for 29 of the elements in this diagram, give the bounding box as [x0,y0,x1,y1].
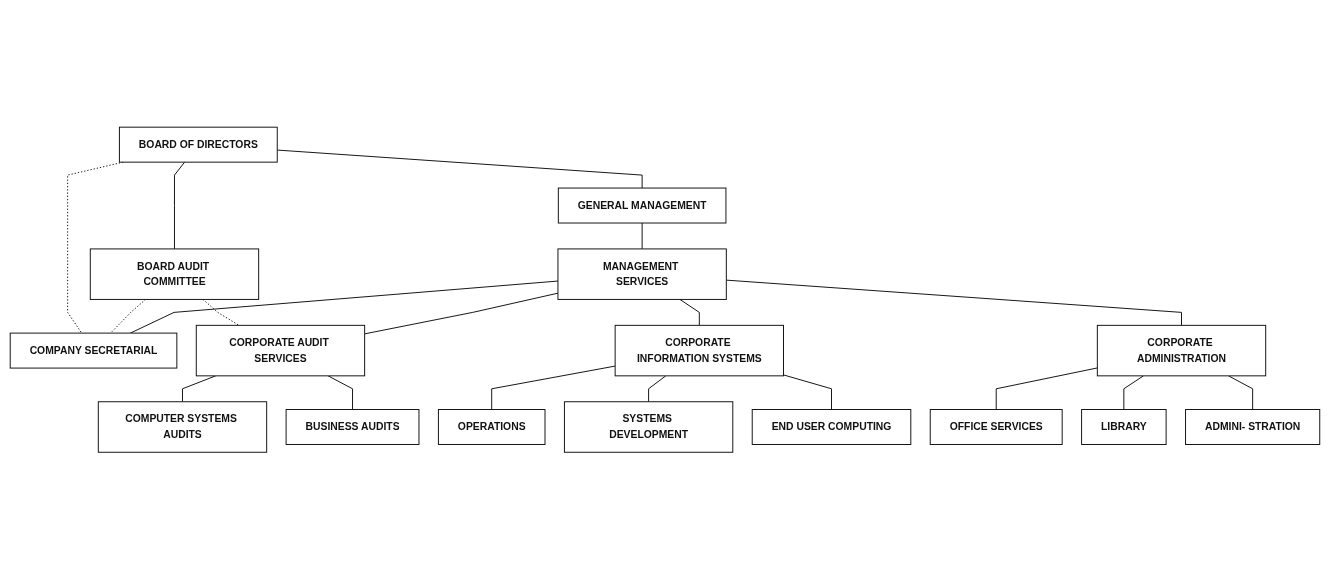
node-box: GENERAL MANAGEMENT [557,187,726,224]
connector [109,298,146,334]
node-box: CORPORATE ADMINISTRATION [1096,324,1266,377]
connector [202,298,239,326]
node-box: COMPANY SECRETARIAL [9,332,177,369]
connector [490,365,616,410]
node-box: CORPORATE INFORMATION SYSTEMS [614,324,784,377]
node-box: CORPORATE AUDIT SERVICES [195,324,365,377]
node-box: MANAGEMENT SERVICES [557,248,727,300]
connector [181,375,216,402]
connector [173,161,185,250]
node-box: BOARD AUDIT COMMITTEE [89,248,259,300]
connector [641,222,643,250]
node-box: OPERATIONS [437,408,545,445]
connector [995,367,1098,410]
connector [1122,375,1144,410]
node-box: SYSTEMS DEVELOPMENT [563,401,733,453]
connector [363,292,558,335]
node-box: END USER COMPUTING [751,408,911,445]
connector [725,279,1182,326]
node-box: COMPUTER SYSTEMS AUDITS [97,401,267,453]
connector [647,375,666,402]
node-box: BUSINESS AUDITS [285,408,419,445]
connector [276,149,643,189]
node-box: OFFICE SERVICES [929,408,1063,445]
node-box: LIBRARY [1080,408,1167,445]
node-box: ADMINI- STRATION [1184,408,1320,445]
node-box: BOARD OF DIRECTORS [118,126,278,163]
connector [782,374,832,410]
